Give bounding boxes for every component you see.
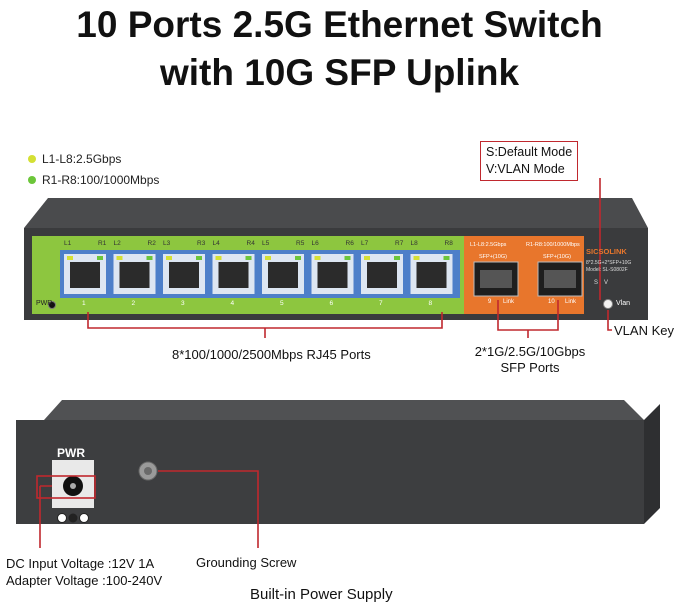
led-r-icon <box>344 256 351 260</box>
mode-default-label: S:Default Mode <box>486 145 573 159</box>
rj45-jack-icon <box>268 262 298 288</box>
port-label-r8: R8 <box>444 240 453 247</box>
port-label-r7: R7 <box>395 240 404 247</box>
power-supply-caption: Built-in Power Supply <box>250 586 393 603</box>
sfp-number-9: 9 <box>488 299 492 305</box>
sfp-slot-9 <box>480 270 512 288</box>
led-r-icon <box>394 256 400 260</box>
rj45-jack-icon <box>218 262 249 288</box>
front-chassis-top <box>24 198 648 228</box>
sfp-label-9: SFP+(10G) <box>479 254 507 260</box>
rj45-jack-icon <box>169 262 199 288</box>
model-line-1: 8*2.5G+2*SFP+10G <box>586 260 632 266</box>
led-l-icon <box>314 256 321 260</box>
port-label-l7: L7 <box>361 240 369 247</box>
sfp-legend-left: L1-L8:2.5Gbps <box>470 242 507 248</box>
led-r-icon <box>295 256 301 260</box>
port-label-l5: L5 <box>262 240 270 247</box>
rj45-ports-callout: 8*100/1000/2500Mbps RJ45 Ports <box>172 347 371 362</box>
rj45-jack-icon <box>70 262 100 288</box>
legend-label-l: L1-L8:2.5Gbps <box>42 152 122 166</box>
port-label-r3: R3 <box>197 240 206 247</box>
led-r-icon <box>196 256 202 260</box>
polarity-icon <box>57 513 89 523</box>
port-label-l3: L3 <box>163 240 171 247</box>
legend-label-r: R1-R8:100/1000Mbps <box>42 173 160 187</box>
led-r-icon <box>97 256 103 260</box>
title-line-1: 10 Ports 2.5G Ethernet Switch <box>76 4 603 45</box>
rear-pwr-label: PWR <box>57 446 85 460</box>
led-r-icon <box>146 256 153 260</box>
port-number: 5 <box>280 300 284 307</box>
led-r-icon <box>443 256 450 260</box>
port-label-r6: R6 <box>345 240 354 247</box>
port-number: 6 <box>329 300 334 307</box>
switch-s-label: S <box>594 280 599 286</box>
sfp-legend-right: R1-R8:100/1000Mbps <box>526 242 580 248</box>
port-label-l2: L2 <box>113 240 121 247</box>
mode-callout-box: S:Default Mode V:VLAN Mode <box>480 141 579 181</box>
vlan-callout-line <box>607 310 612 331</box>
port-number: 3 <box>181 300 185 307</box>
port-label-r4: R4 <box>246 240 255 247</box>
label-area <box>584 236 642 314</box>
led-r-icon <box>245 256 252 260</box>
dc-callout-line <box>39 485 52 548</box>
brand-logo: SICSOLINK <box>586 247 627 256</box>
pwr-led-icon <box>48 301 56 309</box>
led-l-icon <box>265 256 271 260</box>
title-line-2: with 10G SFP Uplink <box>159 52 520 93</box>
led-l-icon <box>116 256 123 260</box>
port-number-row: 1 2 3 4 5 6 7 8 <box>60 300 460 312</box>
port-number: 7 <box>379 300 383 307</box>
mode-vlan-label: V:VLAN Mode <box>486 162 565 176</box>
ground-callout-line <box>158 470 259 548</box>
pwr-label: PWR <box>36 300 53 307</box>
sfp-slot-10 <box>544 270 576 288</box>
port-number: 8 <box>428 300 433 307</box>
led-l-icon <box>413 256 420 260</box>
dc-voltage-callout: DC Input Voltage :12V 1A <box>6 556 155 571</box>
switch-v-label: V <box>604 280 609 286</box>
legend-item-l: L1-L8:2.5Gbps <box>28 152 121 166</box>
rear-chassis-face <box>16 420 644 524</box>
rj45-jack-icon <box>416 262 447 288</box>
vlan-label: Vlan <box>616 300 631 307</box>
rear-chassis-top <box>44 400 644 420</box>
yellow-dot-icon <box>28 155 36 163</box>
port-label-r2: R2 <box>147 240 156 247</box>
port-label-row: L1 R1 L2 R2 L3 R3 L4 R4 L5 R5 L6 R6 L7 R7 L8 R8 <box>60 240 472 250</box>
sfp-callout-line-1: 2*1G/2.5G/10Gbps <box>474 344 586 359</box>
rear-chassis-side <box>644 404 660 524</box>
model-line-2: Model: SL-S0802F <box>586 267 628 273</box>
led-l-icon <box>67 256 73 260</box>
port-number: 2 <box>131 300 136 307</box>
led-l-icon <box>215 256 222 260</box>
rj45-jack-icon <box>119 262 150 288</box>
port-number: 1 <box>82 300 86 307</box>
adapter-voltage-callout: Adapter Voltage :100-240V <box>6 573 163 588</box>
sfp-label-10: SFP+(10G) <box>543 254 571 260</box>
port-label-r5: R5 <box>296 240 305 247</box>
led-l-icon <box>364 256 370 260</box>
rj45-jack-icon <box>317 262 348 288</box>
sfp-link-9: Link <box>503 299 515 305</box>
port-label-l6: L6 <box>311 240 319 247</box>
grounding-screw-callout: Grounding Screw <box>196 555 297 570</box>
led-l-icon <box>166 256 172 260</box>
port-label-r1: R1 <box>98 240 107 247</box>
sfp-callout-line-2: SFP Ports <box>500 360 560 375</box>
port-label-l4: L4 <box>212 240 220 247</box>
rj45-jack-icon <box>367 262 397 288</box>
port-label-l1: L1 <box>64 240 72 247</box>
green-dot-icon <box>28 176 36 184</box>
vlan-button-icon <box>603 299 613 309</box>
port-label-l8: L8 <box>410 240 418 247</box>
sfp-link-10: Link <box>565 299 577 305</box>
legend-item-r: R1-R8:100/1000Mbps <box>28 173 159 187</box>
port-number: 4 <box>230 300 235 307</box>
sfp-number-10: 10 <box>548 299 555 305</box>
vlan-key-callout: VLAN Key <box>614 323 674 338</box>
